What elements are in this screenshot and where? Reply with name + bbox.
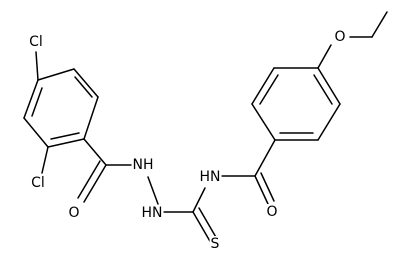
- atom-label-background: [67, 205, 81, 221]
- bond-ring1-b-inner: [74, 76, 93, 98]
- bond-co-right: [254, 175, 269, 205]
- atom-label-background: [28, 34, 44, 50]
- bond-ring2-e: [317, 103, 341, 141]
- o-amide-right-label: O: [266, 204, 277, 220]
- atom-label-background: [131, 157, 155, 173]
- atom-labels: Cl Cl O NH HN HN S O O: [28, 29, 347, 252]
- o-ether-label: O: [334, 29, 345, 45]
- bond-ring1-d: [47, 138, 85, 148]
- bond-ring1-b: [73, 68, 99, 98]
- bond-cs: [192, 211, 212, 244]
- nh3-label: HN: [200, 169, 221, 185]
- bond-ring1-f-inner: [31, 87, 43, 117]
- nh2-label: HN: [142, 205, 163, 221]
- bonds: [23, 11, 388, 244]
- bond-ring2-d: [317, 67, 341, 105]
- bond-cl-bottom: [41, 146, 49, 174]
- atom-label-background: [265, 204, 279, 220]
- bond-ring1-carbonyl: [83, 138, 107, 166]
- bond-ring2-a: [251, 103, 276, 141]
- o-amide-left-label: O: [68, 205, 79, 221]
- bond-c-ring2: [254, 139, 276, 177]
- bond-co-right-double: [260, 172, 275, 202]
- bond-cs-double: [198, 207, 218, 240]
- bond-ring1-a: [37, 68, 75, 81]
- atom-label-background: [30, 175, 46, 191]
- atom-label-background: [198, 169, 222, 185]
- cl-top-label: Cl: [29, 34, 43, 50]
- bond-ring2-b-inner: [259, 74, 279, 105]
- atom-label-background: [333, 29, 347, 45]
- bond-c-nh3: [192, 187, 206, 213]
- bond-ring2-b: [251, 67, 275, 105]
- bond-ring2-o: [317, 44, 332, 69]
- bond-ring1-c: [83, 96, 99, 140]
- bond-ring1-d-inner: [50, 132, 80, 140]
- bond-co-left: [83, 164, 107, 203]
- nh1-label: NH: [133, 157, 154, 173]
- bond-co-left-double: [77, 160, 101, 199]
- bond-cl-top: [35, 51, 39, 81]
- bond-ring1-f: [23, 79, 39, 119]
- bond-nh1-nh2: [147, 176, 159, 205]
- bond-ch2-ch3: [371, 11, 388, 38]
- atom-label-background: [209, 236, 221, 252]
- cl-bottom-label: Cl: [31, 175, 45, 191]
- bond-ring2-d-inner: [313, 74, 333, 105]
- s-thio-label: S: [211, 236, 220, 252]
- bond-ring1-e: [23, 117, 49, 148]
- atom-label-background: [140, 205, 164, 221]
